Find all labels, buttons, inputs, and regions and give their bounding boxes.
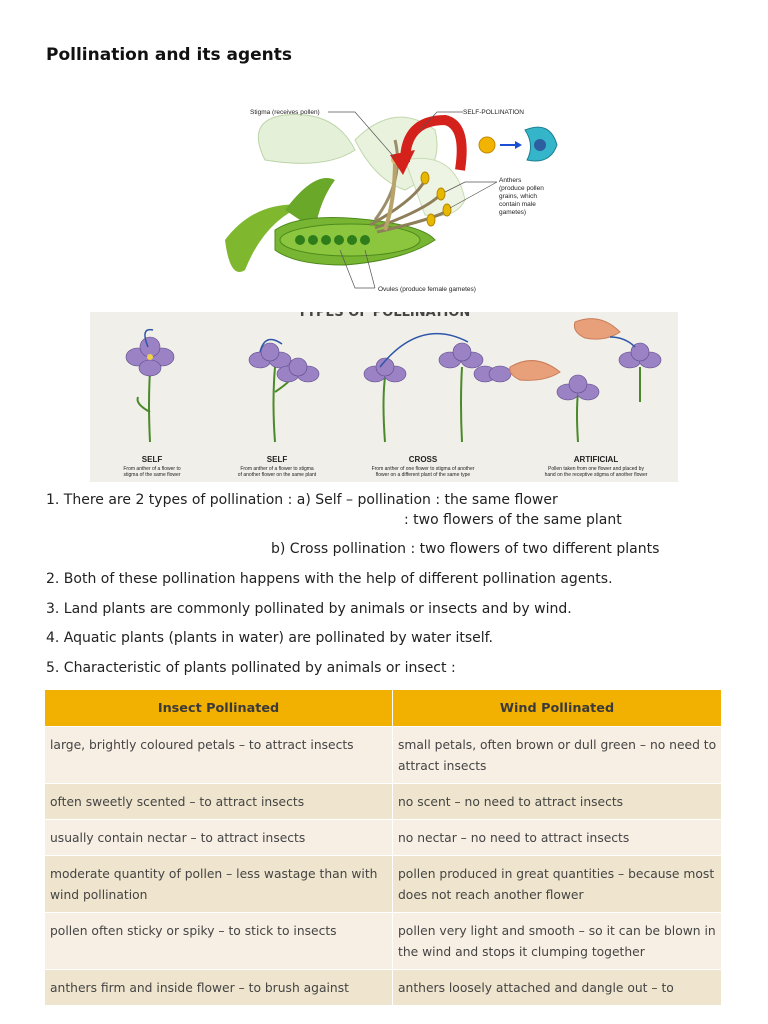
table-cell: pollen very light and smooth – so it can… bbox=[392, 912, 722, 970]
artificial-pollination-illustration bbox=[509, 318, 662, 443]
arrow-head bbox=[390, 150, 415, 175]
table-cell: moderate quantity of pollen – less wasta… bbox=[45, 855, 393, 913]
stigma-cell-icon bbox=[524, 126, 558, 162]
panel-self-caption-2: stigma of the same flower bbox=[124, 472, 181, 478]
table-cell: pollen often sticky or spiky – to stick … bbox=[45, 912, 393, 970]
table-cell: small petals, often brown or dull green … bbox=[392, 726, 722, 784]
pollination-comparison-table: Insect Pollinated Wind Pollinated large,… bbox=[45, 690, 722, 1005]
table-cell: usually contain nectar – to attract inse… bbox=[45, 819, 393, 856]
panel-cross-caption-2: flower on a different plant of the same … bbox=[376, 472, 471, 478]
anthers-label-line5: gametes) bbox=[499, 209, 526, 216]
table-cell: often sweetly scented – to attract insec… bbox=[45, 783, 393, 820]
header-wind-pollinated: Wind Pollinated bbox=[392, 690, 722, 727]
table-cell: anthers loosely attached and dangle out … bbox=[392, 969, 722, 1005]
header-insect-pollinated: Insect Pollinated bbox=[45, 690, 393, 727]
self-same-plant-illustration bbox=[248, 338, 320, 443]
cross-pollination-illustration bbox=[363, 332, 512, 443]
hand-icon bbox=[509, 360, 561, 381]
types-of-pollination-figure: TYPES OF POLLINATION bbox=[90, 312, 678, 482]
panel-self2-label: SELF bbox=[267, 455, 288, 464]
point-1b: : two flowers of the same plant bbox=[404, 512, 622, 528]
table-cell: pollen produced in great quantities – be… bbox=[392, 855, 722, 913]
table-row: pollen often sticky or spiky – to stick … bbox=[45, 912, 722, 970]
table-row: usually contain nectar – to attract inse… bbox=[45, 819, 722, 856]
point-2: 2. Both of these pollination happens wit… bbox=[46, 571, 613, 587]
self-same-flower-illustration bbox=[125, 328, 175, 443]
panel-self-caption: From anther of a flower to bbox=[123, 466, 180, 472]
anthers-label-line3: grains, which bbox=[499, 193, 537, 200]
table-row: anthers firm and inside flower – to brus… bbox=[45, 969, 722, 1005]
table-row: large, brightly coloured petals – to att… bbox=[45, 726, 722, 784]
self-pollination-label: SELF-POLLINATION bbox=[463, 109, 524, 116]
panel-self2-caption-2: of another flower on the same plant bbox=[238, 472, 317, 478]
point-1a: 1. There are 2 types of pollination : a)… bbox=[46, 492, 558, 508]
point-1c: b) Cross pollination : two flowers of tw… bbox=[271, 541, 660, 557]
stigma-label: Stigma (receives pollen) bbox=[250, 109, 320, 116]
table-cell: no nectar – no need to attract insects bbox=[392, 819, 722, 856]
flower-structure-diagram: Stigma (receives pollen) SELF-POLLINATIO… bbox=[225, 109, 558, 293]
table-row: moderate quantity of pollen – less wasta… bbox=[45, 855, 722, 913]
flower-illustration bbox=[225, 113, 466, 272]
panel-artificial-caption: Pollen taken from one flower and placed … bbox=[548, 466, 644, 472]
self-pollination-arrow bbox=[400, 114, 467, 171]
table-cell: anthers firm and inside flower – to brus… bbox=[45, 969, 393, 1005]
anthers-label-line2: (produce pollen bbox=[499, 185, 544, 192]
hand-icon-2 bbox=[574, 318, 621, 340]
anthers-label-line4: contain male bbox=[499, 201, 536, 208]
panel-self-label: SELF bbox=[142, 455, 163, 464]
pollen-grain-icon bbox=[478, 136, 496, 154]
table-cell: large, brightly coloured petals – to att… bbox=[45, 726, 393, 784]
panel-cross-label: CROSS bbox=[409, 455, 438, 464]
table-header-row: Insect Pollinated Wind Pollinated bbox=[45, 690, 722, 727]
panel-self2-caption: From anther of a flower to stigma bbox=[240, 466, 314, 472]
point-5: 5. Characteristic of plants pollinated b… bbox=[46, 660, 456, 676]
table-cell: no scent – no need to attract insects bbox=[392, 783, 722, 820]
panel-artificial-caption-2: hand on the receptive stigma of another … bbox=[545, 472, 648, 478]
anthers-label: Anthers bbox=[499, 177, 522, 184]
panel-artificial-label: ARTIFICIAL bbox=[574, 455, 619, 464]
table-row: often sweetly scented – to attract insec… bbox=[45, 783, 722, 820]
point-4: 4. Aquatic plants (plants in water) are … bbox=[46, 630, 494, 646]
point-3: 3. Land plants are commonly pollinated b… bbox=[46, 601, 572, 617]
page-title: Pollination and its agents bbox=[46, 45, 293, 65]
figure2-heading: TYPES OF POLLINATION bbox=[298, 312, 471, 320]
panel-cross-caption: From anther of one flower to stigma of a… bbox=[372, 466, 475, 472]
ovules-label: Ovules (produce female gametes) bbox=[378, 286, 476, 293]
